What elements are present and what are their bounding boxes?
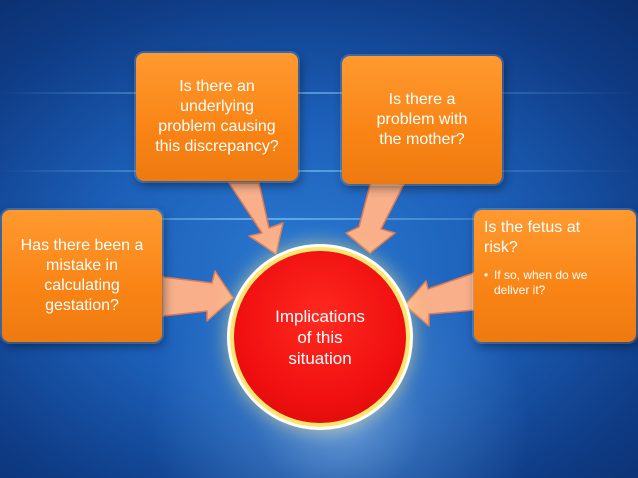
bullet-line: If so, when do we: [494, 268, 588, 282]
center-line: situation: [288, 348, 352, 368]
box-line: problem with: [376, 111, 468, 128]
box-fetus-risk: Is the fetus at risk? • If so, when do w…: [474, 210, 636, 342]
box-line: Has there been a: [20, 237, 144, 254]
box-line: problem causing: [158, 118, 276, 135]
box-line: risk?: [484, 239, 518, 256]
box-line: mistake in: [45, 257, 119, 274]
box-gestation-mistake: Has there been a mistake in calculating …: [2, 210, 162, 342]
box-underlying-problem: Is there an underlying problem causing t…: [136, 53, 298, 181]
box-line: the mother?: [379, 131, 465, 148]
center-line: Implications: [275, 306, 365, 326]
arrow-left: [162, 270, 234, 322]
box-line: Is the fetus at: [484, 219, 581, 236]
background-stripe: [0, 218, 638, 220]
center-line: of this: [297, 327, 343, 347]
box-line: gestation?: [45, 297, 119, 314]
arrow-right: [404, 272, 475, 327]
box-line: this discrepancy?: [155, 138, 279, 155]
bullet-item: • If so, when do we deliver it?: [484, 268, 587, 298]
background-stripe: [0, 92, 638, 94]
background-stripe: [0, 170, 638, 172]
arrow-top-right: [345, 180, 405, 254]
bullet-icon: •: [484, 268, 489, 282]
bullet-line: deliver it?: [494, 283, 546, 297]
box-line: calculating: [44, 277, 120, 294]
box-line: Is there a: [388, 91, 456, 108]
arrow-top-left: [228, 182, 284, 255]
box-line: Is there an: [179, 78, 255, 95]
center-circle: Implications of this situation: [234, 251, 406, 423]
box-mother-problem: Is there a problem with the mother?: [342, 56, 502, 184]
box-line: underlying: [180, 98, 254, 115]
